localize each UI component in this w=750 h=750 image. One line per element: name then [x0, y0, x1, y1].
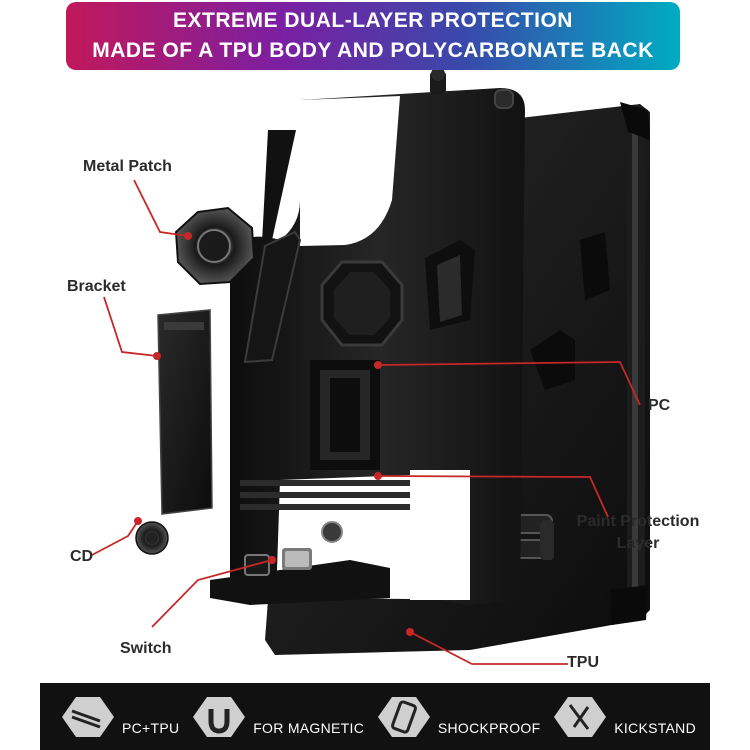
pc-tpu-icon — [60, 693, 116, 741]
metal-patch-part — [174, 206, 256, 286]
label-metal-patch: Metal Patch — [83, 158, 172, 175]
label-paint-protection-line-1: Paint Protection — [576, 513, 700, 530]
feature-shockproof: SHOCKPROOF — [376, 693, 541, 741]
callout-dots — [134, 232, 414, 636]
header-banner: EXTREME DUAL-LAYER PROTECTION MADE OF A … — [66, 2, 680, 70]
switch-part — [210, 548, 390, 605]
label-bracket: Bracket — [67, 278, 126, 295]
label-tpu: TPU — [567, 654, 599, 671]
label-cd: CD — [70, 548, 94, 565]
banner-title-line-2: MADE OF A TPU BODY AND POLYCARBONATE BAC… — [92, 39, 654, 62]
banner-title-line-1: EXTREME DUAL-LAYER PROTECTION — [173, 9, 573, 32]
feature-pc-tpu: PC+TPU — [60, 693, 179, 741]
magnet-icon — [191, 693, 247, 741]
callout-leader-lines — [91, 179, 641, 665]
bracket-part — [157, 309, 213, 515]
feature-label-pc-tpu: PC+TPU — [122, 719, 180, 736]
feature-label-kickstand: KICKSTAND — [614, 719, 696, 736]
shockproof-icon — [376, 693, 432, 741]
cd-part — [135, 521, 169, 555]
label-paint-protection-line-2: Layer — [616, 535, 660, 552]
feature-label-magnetic: FOR MAGNETIC — [253, 719, 365, 736]
feature-kickstand: KICKSTAND — [552, 693, 696, 741]
tpu-back-shell — [265, 102, 650, 655]
feature-label-shockproof: SHOCKPROOF — [437, 719, 541, 736]
kickstand-icon — [552, 693, 608, 741]
feature-bar: PC+TPU FOR MAGNETIC SHOCKPROOF — [40, 683, 710, 750]
feature-magnetic: FOR MAGNETIC — [191, 693, 364, 741]
label-pc: PC — [648, 397, 671, 414]
label-paint-protection-layer: Paint Protection Layer — [572, 513, 704, 553]
label-switch: Switch — [120, 640, 172, 657]
exploded-case-illustration — [91, 70, 650, 665]
pc-frame-side-strips — [243, 130, 302, 364]
